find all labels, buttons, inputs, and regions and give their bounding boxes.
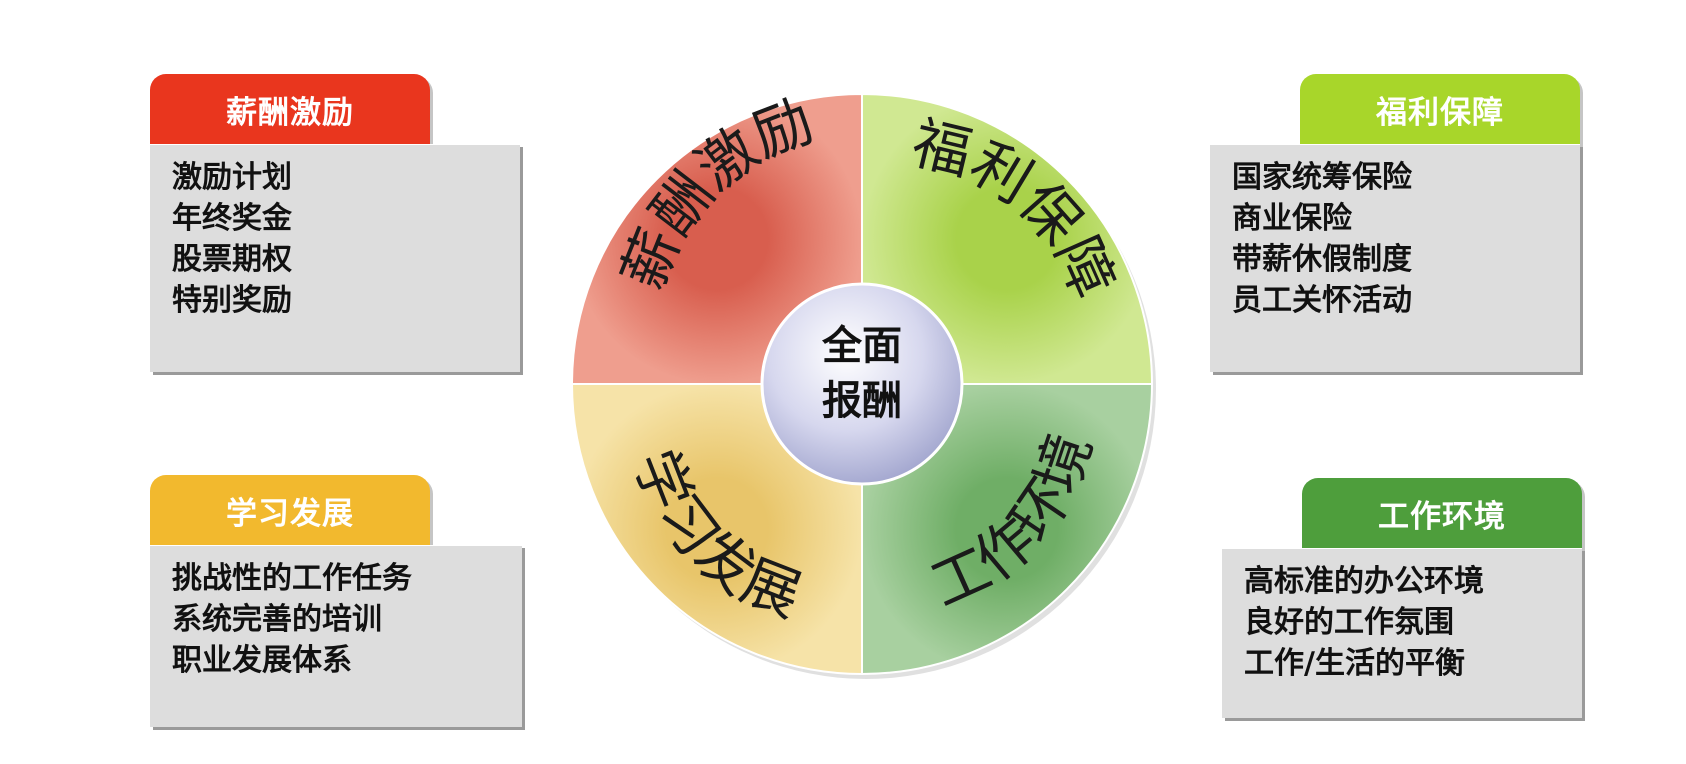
list-item: 特别奖励 [172, 283, 292, 318]
card-env-list: 高标准的办公环境良好的工作氛围工作/生活的平衡 [1222, 548, 1582, 718]
list-item: 商业保险 [1232, 201, 1352, 236]
card-learn-title: 学习发展 [150, 475, 430, 545]
list-item: 带薪休假制度 [1232, 242, 1412, 277]
list-item: 国家统筹保险 [1232, 160, 1412, 195]
card-comp-title: 薪酬激励 [150, 74, 430, 144]
center-hub [760, 282, 964, 486]
list-item: 挑战性的工作任务 [172, 561, 412, 596]
list-item: 职业发展体系 [172, 643, 352, 678]
card-env-title: 工作环境 [1302, 478, 1582, 548]
card-benefit-list: 国家统筹保险商业保险带薪休假制度员工关怀活动 [1210, 144, 1580, 372]
list-item: 员工关怀活动 [1232, 283, 1412, 318]
card-benefit-title: 福利保障 [1300, 74, 1580, 144]
card-comp: 薪酬激励激励计划年终奖金股票期权特别奖励 [150, 74, 520, 372]
card-comp-list: 激励计划年终奖金股票期权特别奖励 [150, 144, 520, 372]
list-item: 良好的工作氛围 [1244, 605, 1454, 640]
list-item: 系统完善的培训 [172, 602, 382, 637]
center-label-line2: 报酬 [822, 377, 902, 424]
card-benefit: 福利保障国家统筹保险商业保险带薪休假制度员工关怀活动 [1210, 74, 1580, 372]
list-item: 工作/生活的平衡 [1244, 646, 1465, 681]
list-item: 高标准的办公环境 [1244, 564, 1484, 599]
card-learn-list: 挑战性的工作任务系统完善的培训职业发展体系 [150, 545, 522, 727]
card-learn: 学习发展挑战性的工作任务系统完善的培训职业发展体系 [150, 475, 522, 727]
card-env: 工作环境高标准的办公环境良好的工作氛围工作/生活的平衡 [1222, 478, 1582, 718]
list-item: 股票期权 [172, 242, 292, 277]
list-item: 激励计划 [172, 160, 292, 195]
center-label-line1: 全面 [821, 322, 902, 369]
list-item: 年终奖金 [172, 201, 292, 236]
